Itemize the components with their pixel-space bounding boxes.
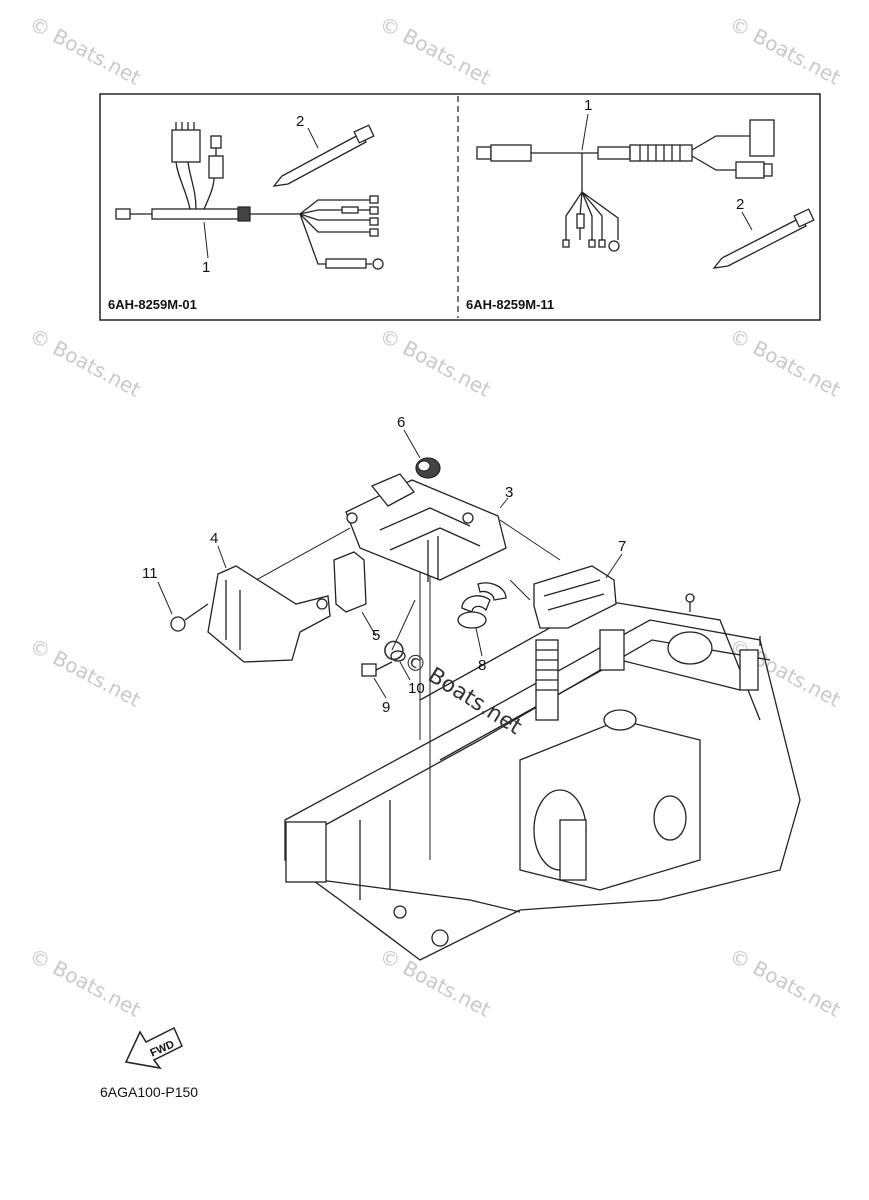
callout-10: 10: [408, 680, 425, 697]
callout-8: 8: [478, 657, 486, 674]
kit-box-border: [99, 93, 821, 321]
callout-1: 1: [202, 259, 210, 276]
watermark: © Boats.net: [26, 943, 145, 1022]
watermark: © Boats.net: [726, 943, 845, 1022]
callout-2-right: 2: [736, 196, 744, 213]
cable-tie-left: 2: [272, 113, 375, 187]
callout-9: 9: [382, 699, 390, 716]
kit-code-right: 6AH-8259M-11: [466, 297, 554, 312]
part-6-grommet: 6: [397, 414, 441, 479]
part-7-holder: 7: [533, 538, 626, 629]
watermark: © Boats.net: [26, 323, 145, 402]
callout-4: 4: [210, 530, 218, 547]
kit-code-left: 6AH-8259M-01: [108, 297, 197, 312]
watermark: © Boats.net: [376, 943, 495, 1022]
cable-tie-right: 2: [712, 196, 815, 269]
wire-harness-right: 1: [476, 97, 775, 252]
callout-5: 5: [372, 627, 380, 644]
watermark: © Boats.net: [26, 11, 145, 90]
figure-code: 6AGA100-P150: [100, 1084, 198, 1100]
part-11-screw: 11: [142, 565, 209, 632]
callout-7: 7: [618, 538, 626, 555]
part-8-clamp: 8: [457, 582, 507, 674]
part-5-clip: 5: [333, 551, 380, 644]
watermark: © Boats.net: [726, 11, 845, 90]
engine-block: [284, 593, 801, 961]
fwd-arrow-icon: FWD: [124, 1026, 183, 1070]
watermark: © Boats.net: [376, 11, 495, 90]
watermark: © Boats.net: [726, 323, 845, 402]
part-9-bolt: 9: [361, 661, 393, 716]
callout-11: 11: [142, 565, 158, 582]
watermark: © Boats.net: [376, 323, 495, 402]
callout-6: 6: [397, 414, 405, 431]
part-4-cover: 4: [207, 530, 331, 663]
watermark: © Boats.net: [26, 633, 145, 712]
part-3-bracket: 3: [345, 473, 513, 582]
wire-harness-left: 1: [115, 122, 384, 276]
callout-3: 3: [505, 484, 513, 501]
callout-1-right: 1: [584, 97, 592, 114]
callout-2: 2: [296, 113, 304, 130]
wire-harness-kit-box: 1 2 6AH-8259M-01: [99, 93, 821, 321]
copyright-icon: [384, 640, 404, 661]
